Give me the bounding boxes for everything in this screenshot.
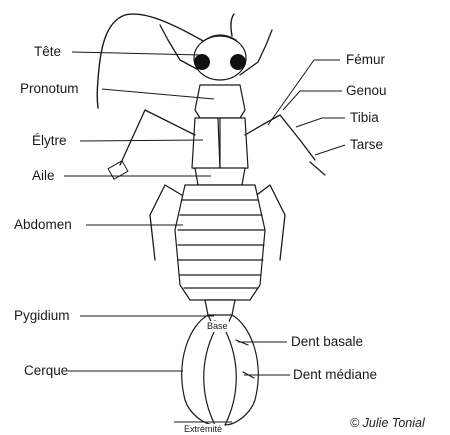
label-femur: Fémur [346,52,385,68]
label-elytre: Élytre [32,133,67,149]
pronotum [195,85,245,118]
pygidium [205,300,235,315]
leader-tete [72,52,201,55]
label-pygidium: Pygidium [14,308,70,324]
left-eye [194,54,210,70]
leader-tibia [296,118,345,127]
elytron-right [220,118,248,170]
middle-right-leg [245,115,315,160]
label-tarse: Tarse [350,137,383,153]
leader-elytre [80,140,203,141]
leader-tarse [315,145,345,155]
label-tete: Tête [34,44,61,60]
label-aile: Aile [32,168,55,184]
right-eye [230,54,246,70]
label-dent-basale: Dent basale [291,334,363,350]
leader-genou [283,91,342,110]
label-extremite: Extrémité [183,424,223,435]
leader-pronotum [102,89,214,99]
label-dent-mediane: Dent médiane [293,367,377,383]
right-antenna [231,14,234,36]
label-genou: Genou [346,83,387,99]
label-base: Base [206,321,229,332]
label-cerque: Cerque [24,363,68,379]
label-abdomen: Abdomen [14,217,72,233]
elytron-left [192,118,220,170]
label-tibia: Tibia [350,110,379,126]
right-cercus [225,315,258,425]
label-pronotum: Pronotum [20,81,79,97]
abdomen [175,185,265,300]
credit-text: © Julie Tonial [350,415,425,431]
left-antenna [97,14,205,108]
middle-left-leg [120,110,195,165]
